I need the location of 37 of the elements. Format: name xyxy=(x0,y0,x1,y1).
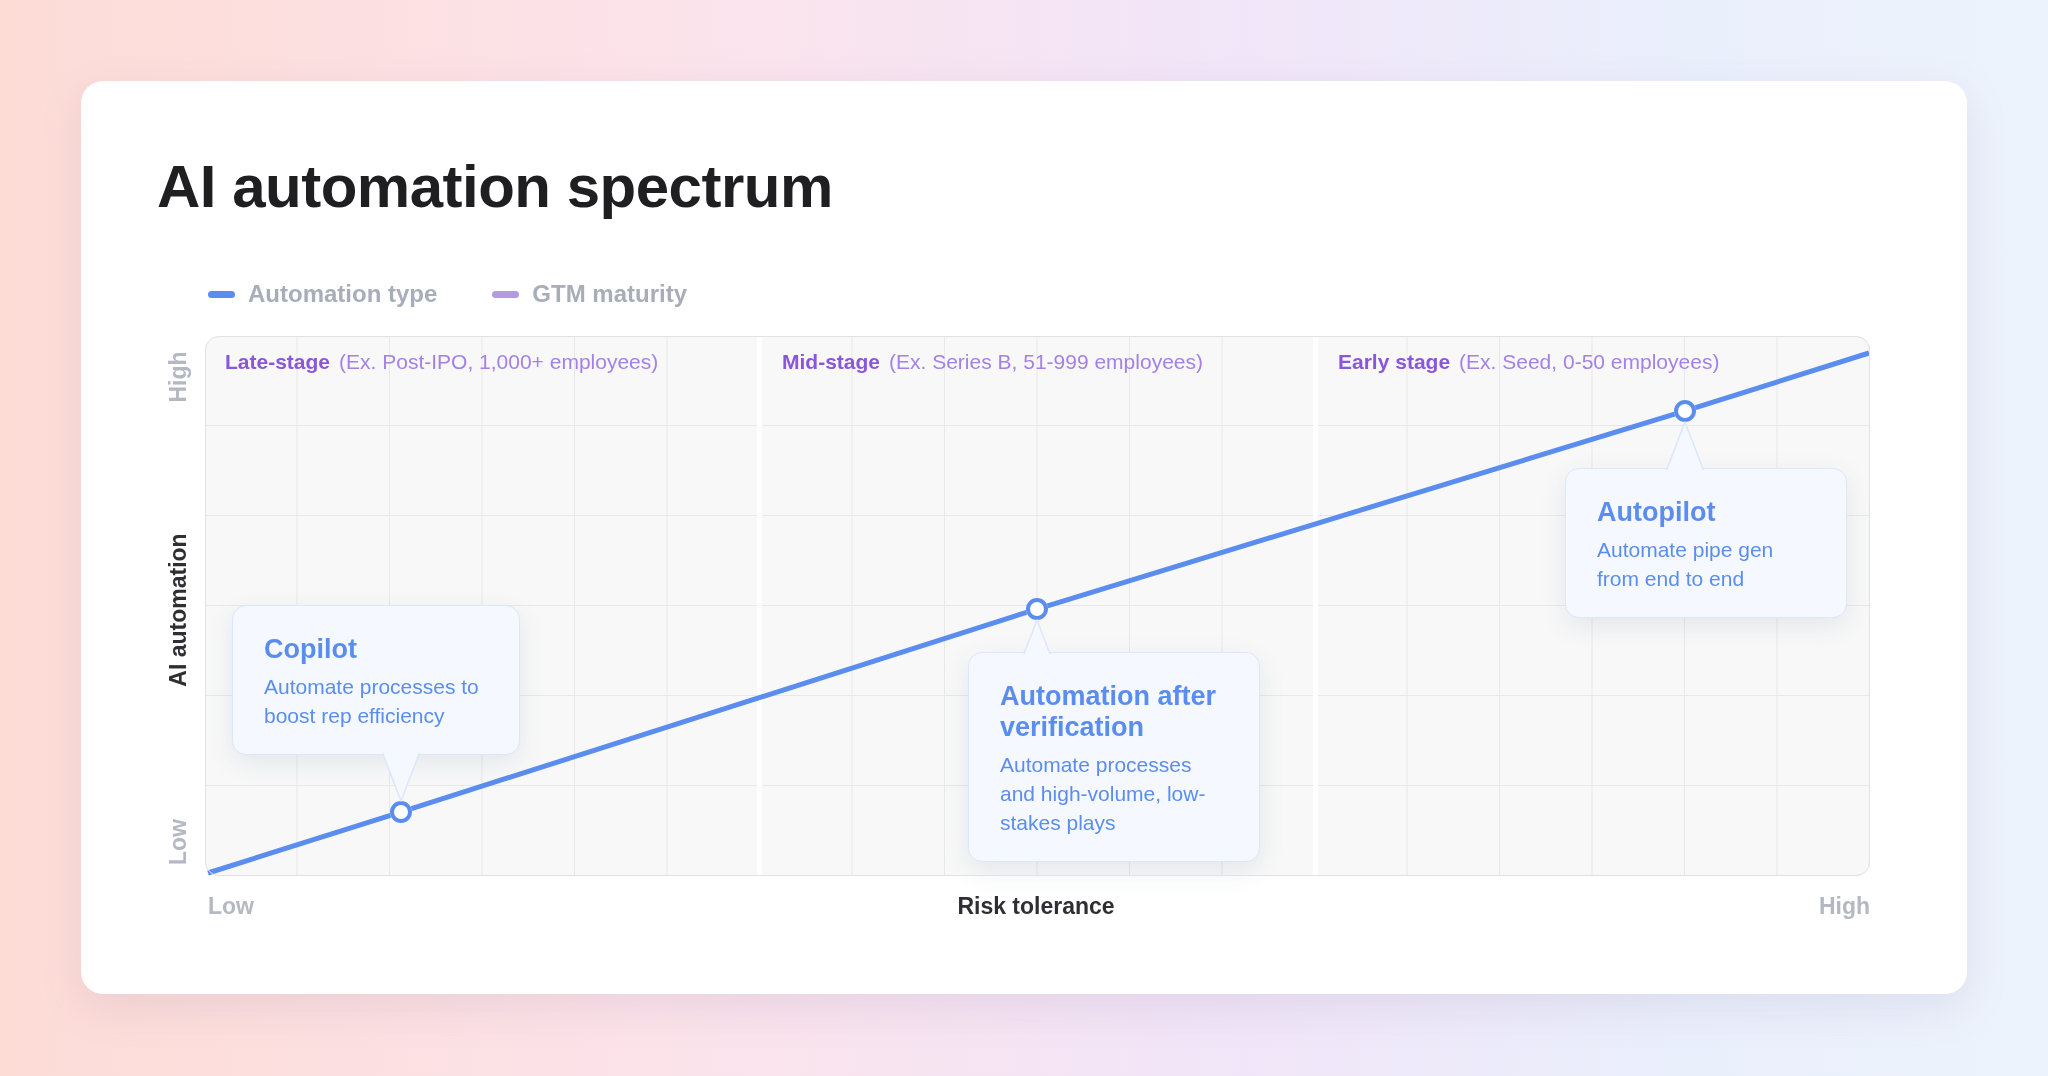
axis-tick-label: High xyxy=(164,351,192,403)
chart-title: AI automation spectrum xyxy=(157,154,833,220)
trend-line xyxy=(1694,350,1870,411)
trend-line xyxy=(410,609,1028,812)
stage-example: (Ex. Series B, 51-999 employees) xyxy=(889,350,1203,373)
point-marker xyxy=(390,801,412,823)
callout-text: Automate pipe gen from end to end xyxy=(1597,537,1775,592)
callout-text: Automate processes to boost rep efficiency xyxy=(264,674,480,729)
axis-tick-label: Low xyxy=(208,892,254,920)
callout-title: Automation after verification xyxy=(1000,681,1217,743)
stage-band xyxy=(762,336,1313,876)
stage-label: Late-stage xyxy=(225,350,331,373)
axis-title: Risk tolerance xyxy=(957,892,1115,920)
stage-label: Mid-stage xyxy=(782,350,880,373)
axis-tick-label: High xyxy=(1818,892,1870,920)
legend-label: GTM maturity xyxy=(532,279,687,309)
trend-line xyxy=(207,812,392,876)
stage-label: Early stage xyxy=(1338,350,1451,373)
axis-tick-label: Low xyxy=(164,819,192,865)
callout-box xyxy=(968,652,1260,862)
stage-band xyxy=(1318,336,1870,876)
callout-box xyxy=(232,605,520,755)
trend-line xyxy=(1046,411,1676,609)
stage-example: (Ex. Seed, 0-50 employees) xyxy=(1459,350,1720,373)
point-marker xyxy=(1026,598,1048,620)
callout-text: Automate processes and high-volume, low-stakes plays xyxy=(1000,752,1207,836)
stage-band xyxy=(205,336,757,876)
callout-title: Copilot xyxy=(264,634,358,665)
point-marker xyxy=(1674,400,1696,422)
callout-box xyxy=(1565,468,1847,618)
callout-pointer xyxy=(1665,421,1705,471)
callout-pointer xyxy=(1023,619,1051,655)
legend-label: Automation type xyxy=(248,279,438,309)
callout-pointer xyxy=(381,752,421,802)
stage-example: (Ex. Post-IPO, 1,000+ employees) xyxy=(339,350,659,373)
callout-title: Autopilot xyxy=(1597,497,1717,528)
axis-title: AI automation xyxy=(164,533,192,687)
